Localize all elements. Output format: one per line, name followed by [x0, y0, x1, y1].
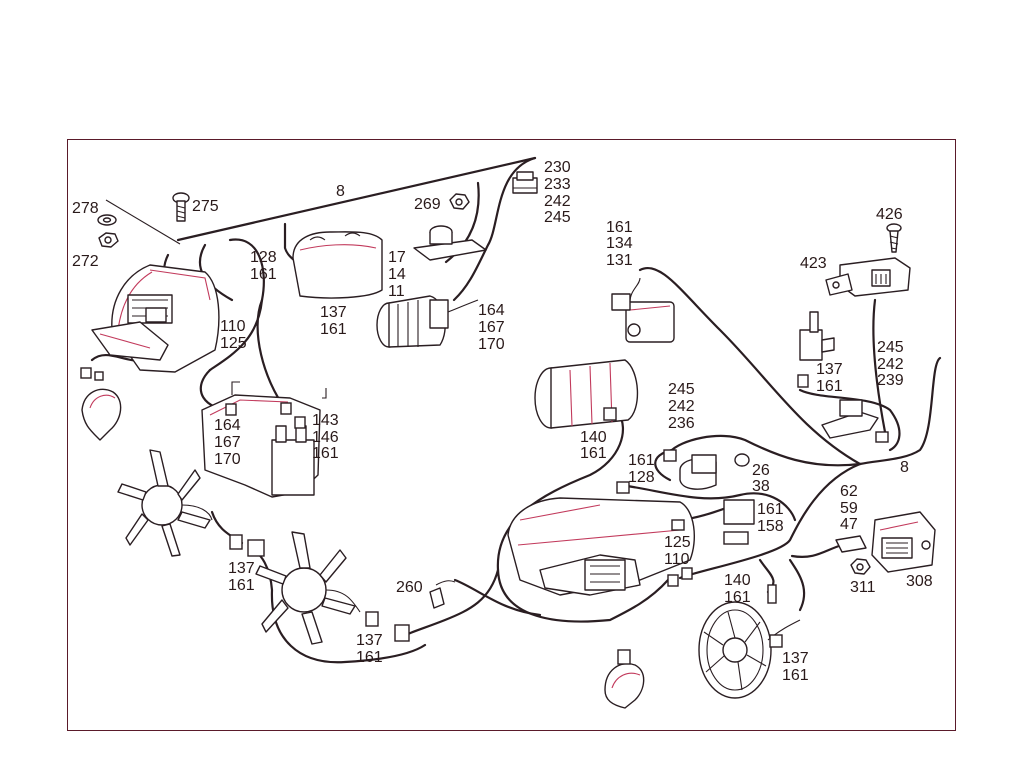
sensor-423-icon	[825, 257, 911, 297]
label-140-b: 140	[724, 572, 751, 589]
label-161-i: 161	[724, 589, 751, 606]
label-233: 233	[544, 176, 571, 193]
label-278: 278	[72, 200, 99, 217]
label-161-f: 161	[580, 445, 607, 462]
screw-426-icon	[886, 223, 902, 253]
label-242-b: 242	[877, 356, 904, 373]
label-harness-8-right: 8	[900, 459, 909, 476]
label-423: 423	[800, 255, 827, 272]
label-170-b: 170	[214, 451, 241, 468]
label-161-h: 161	[757, 501, 784, 518]
label-137: 137	[320, 304, 347, 321]
label-137-d: 137	[356, 632, 383, 649]
label-134: 134	[606, 235, 633, 252]
label-275: 275	[192, 198, 219, 215]
washer-278-icon	[97, 214, 117, 226]
reservoir-icon	[292, 231, 383, 299]
label-167-b: 167	[214, 434, 241, 451]
label-158: 158	[757, 518, 784, 535]
horn-right-icon	[604, 649, 645, 709]
label-161-c: 161	[606, 219, 633, 236]
fitting-mid-icon	[616, 449, 750, 494]
label-161-d: 161	[816, 378, 843, 395]
relay-top-icon	[611, 277, 675, 343]
label-245-c: 245	[668, 381, 695, 398]
label-161-j: 161	[228, 577, 255, 594]
label-26: 26	[752, 462, 770, 479]
label-161-k: 161	[356, 649, 383, 666]
plug-62-icon	[835, 535, 867, 553]
label-125-b: 125	[664, 534, 691, 551]
intake-manifold-icon	[507, 497, 695, 596]
sensor-bracket-icon	[821, 399, 889, 443]
nut-269-icon	[449, 193, 470, 210]
label-47: 47	[840, 516, 858, 533]
relay-161-158-icon	[723, 499, 755, 545]
callout-labels: 8 8 275 278 272 269 230 233 242 245 128 …	[72, 159, 933, 684]
label-161: 161	[250, 266, 277, 283]
bulb-260-icon	[429, 580, 456, 609]
label-242-c: 242	[668, 398, 695, 415]
label-62: 62	[840, 483, 858, 500]
connector-230-icon	[512, 171, 538, 194]
label-140: 140	[580, 429, 607, 446]
label-14: 14	[388, 266, 406, 283]
fan-middle-icon	[255, 531, 410, 645]
leader-line	[105, 199, 181, 245]
nut-311-icon	[850, 558, 871, 575]
label-137-b: 137	[816, 361, 843, 378]
label-128-b: 128	[628, 469, 655, 486]
screw-275-icon	[172, 192, 190, 222]
control-unit-left-icon	[91, 264, 220, 373]
label-137-e: 137	[782, 650, 809, 667]
label-11: 11	[388, 283, 405, 300]
label-161-l: 161	[782, 667, 809, 684]
label-137-c: 137	[228, 560, 255, 577]
ignition-coil-icon	[201, 381, 327, 498]
label-131: 131	[606, 252, 633, 269]
label-38: 38	[752, 478, 770, 495]
label-161-b: 161	[320, 321, 347, 338]
label-245-b: 245	[877, 339, 904, 356]
label-110-b: 110	[664, 551, 690, 568]
horn-left-icon	[80, 367, 122, 441]
label-167: 167	[478, 319, 505, 336]
label-170: 170	[478, 336, 505, 353]
fan-right-icon	[698, 584, 801, 699]
label-146: 146	[312, 429, 339, 446]
valve-right-icon	[797, 311, 835, 388]
label-245: 245	[544, 209, 571, 226]
label-128: 128	[250, 249, 277, 266]
label-242: 242	[544, 193, 571, 210]
label-269: 269	[414, 196, 441, 213]
label-272: 272	[72, 253, 99, 270]
label-17: 17	[388, 249, 406, 266]
label-110: 110	[220, 318, 246, 335]
label-260: 260	[396, 579, 423, 596]
label-59: 59	[840, 500, 858, 517]
label-236: 236	[668, 415, 695, 432]
label-harness-8: 8	[336, 183, 345, 200]
label-308: 308	[906, 573, 933, 590]
label-164-b: 164	[214, 417, 241, 434]
label-161-g: 161	[628, 452, 655, 469]
label-230: 230	[544, 159, 571, 176]
nut-272-icon	[98, 232, 119, 248]
label-125: 125	[220, 335, 247, 352]
label-161-e: 161	[312, 445, 339, 462]
canister-icon	[534, 359, 639, 429]
label-426: 426	[876, 206, 903, 223]
module-308-icon	[871, 511, 936, 573]
label-239: 239	[877, 372, 904, 389]
label-164: 164	[478, 302, 505, 319]
diagram-frame	[67, 139, 956, 731]
mount-bracket-icon	[413, 225, 487, 261]
label-311: 311	[850, 579, 876, 596]
label-143: 143	[312, 412, 339, 429]
idle-valve-icon	[376, 295, 479, 348]
fan-left-icon	[117, 449, 265, 557]
